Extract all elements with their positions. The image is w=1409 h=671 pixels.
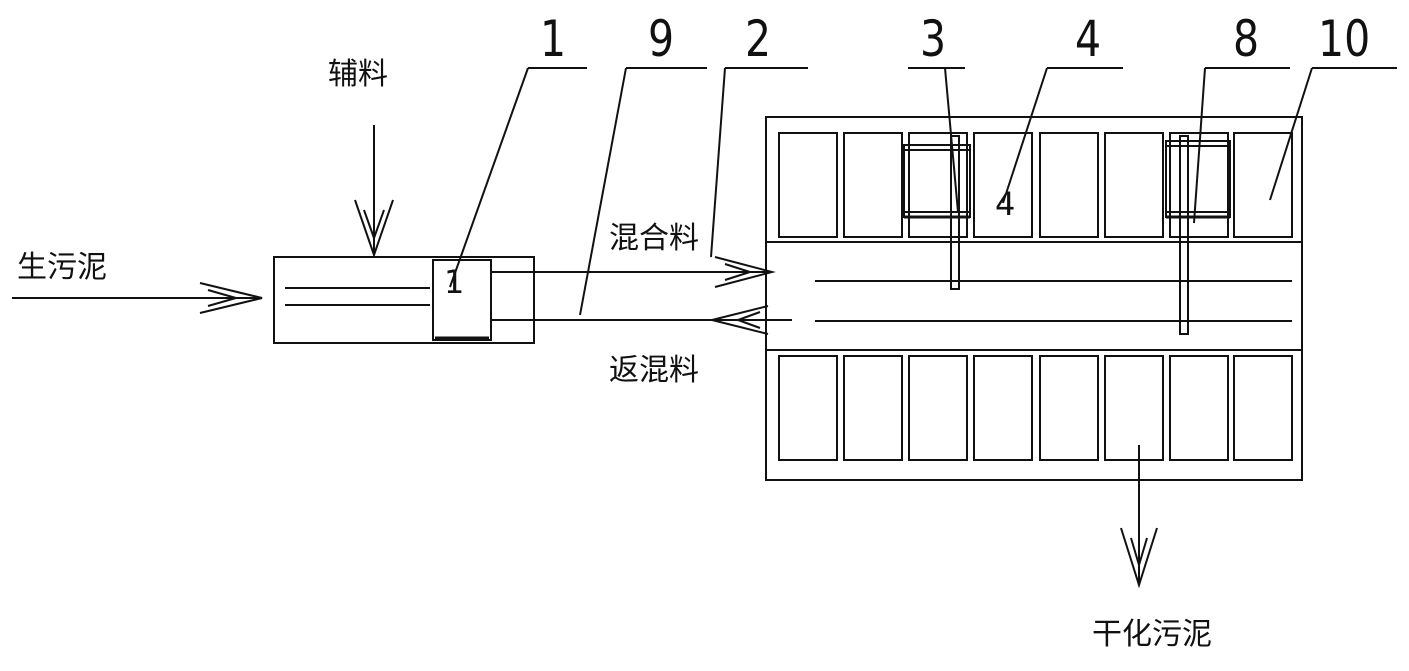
scraper-rod-3 [950,135,960,290]
auxiliary-material-arrow [354,125,394,259]
return-sludge-arrow [534,305,792,335]
heating-plate [908,355,968,461]
upper-heating-plates [778,132,1293,238]
heating-plate [908,132,968,238]
heating-plate [778,355,838,461]
mixer-body [273,256,535,344]
heating-plate [778,132,838,238]
part-label-1-inside: 1 [444,263,465,301]
heating-plate [1233,355,1293,461]
part-number-3: 3 [920,10,947,68]
heating-plate [1104,132,1164,238]
part-number-8: 8 [1233,10,1260,68]
part-number-1: 1 [540,10,567,68]
part-number-2: 2 [745,10,772,68]
part-number-9: 9 [648,10,675,68]
lower-heating-plates [778,355,1293,461]
mixer-unit [273,256,535,344]
part-label-4-inside: 4 [995,185,1016,223]
dried-sludge-label: 干化污泥 [1092,617,1212,652]
mixed-material-label: 混合料 [609,221,699,256]
return-sludge-label: 返混料 [609,353,699,388]
part-number-4: 4 [1075,10,1102,68]
mixer-discharge-block [432,259,492,341]
heating-plate [1169,132,1229,238]
heating-plate [1169,355,1229,461]
heating-plate [843,355,903,461]
leader-lines [449,67,1397,316]
scraper-assembly-3 [903,135,971,290]
mixed-material-arrow [534,256,776,288]
heating-plate [843,132,903,238]
heating-plate [1104,355,1164,461]
dryer-outer-frame [765,116,1303,481]
auxiliary-material-label: 辅料 [328,57,388,92]
heating-plate [1039,132,1099,238]
dryer-housing [765,116,1303,481]
heating-plate [973,355,1033,461]
part-number-10: 10 [1318,10,1371,68]
scraper-assembly-8 [1165,135,1231,335]
scraper-rod-8 [1179,135,1189,335]
heating-plate [1039,355,1099,461]
raw-sludge-arrow [12,282,263,314]
heating-plate [973,132,1033,238]
heating-plate [1233,132,1293,238]
raw-sludge-label: 生污泥 [17,250,107,285]
dried-sludge-arrow [1120,445,1158,589]
